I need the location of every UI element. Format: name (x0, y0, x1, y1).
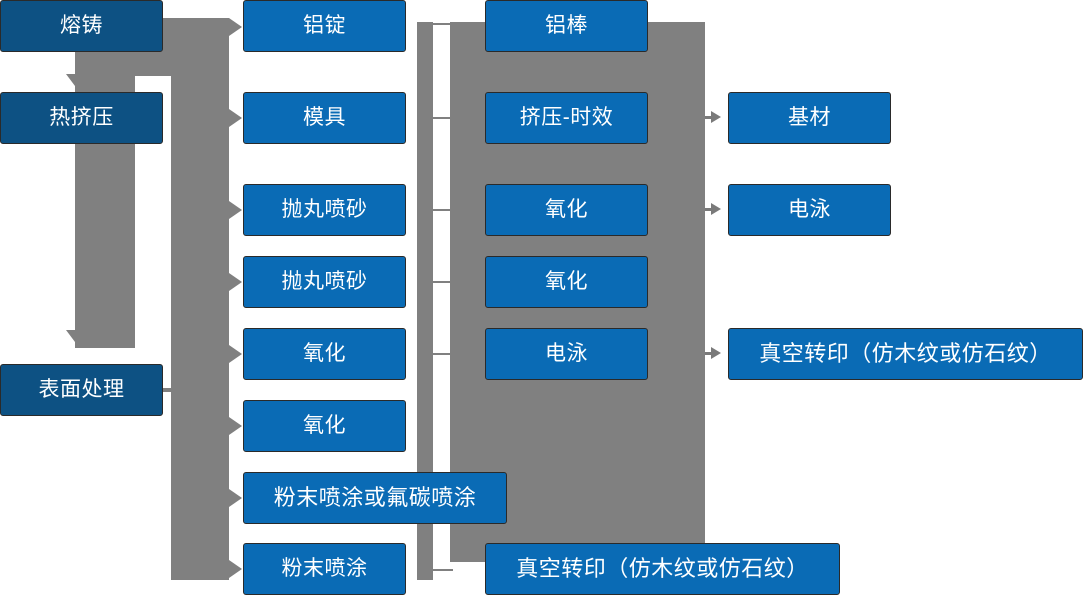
c3-aluminium-bar[interactable]: 铝棒 (485, 0, 648, 52)
c2-mould-label: 模具 (303, 106, 346, 130)
left-spine-main (171, 18, 229, 580)
left-spine-column (75, 18, 135, 348)
right-arrow-head-3 (711, 347, 721, 359)
c3-oxidation-2[interactable]: 氧化 (485, 256, 648, 308)
c2-powder-or-fluorocarbon-label: 粉末喷涂或氟碳喷涂 (273, 484, 477, 510)
left-arrow-3 (229, 201, 242, 219)
c2-oxidation-2-label: 氧化 (303, 414, 346, 438)
c2-oxidation-1[interactable]: 氧化 (243, 328, 406, 380)
c3-oxidation-1-label: 氧化 (545, 198, 588, 222)
c3-oxidation-2-label: 氧化 (545, 270, 588, 294)
stage-surface-treatment-label: 表面处理 (38, 378, 125, 402)
stage-melt-cast-label: 熔铸 (60, 14, 103, 38)
c3-extrusion-aging-label: 挤压-时效 (519, 106, 614, 130)
c2-shot-blasting-1-label: 抛丸喷砂 (281, 198, 368, 222)
c2-powder-coating[interactable]: 粉末喷涂 (243, 543, 406, 595)
mid-tick-6 (427, 569, 453, 571)
c3-aluminium-bar-label: 铝棒 (545, 14, 588, 38)
right-arrow-stem-1 (705, 116, 713, 119)
right-arrow-stem-2 (705, 208, 713, 211)
right-arrow-head-1 (711, 111, 721, 123)
c4-base-material[interactable]: 基材 (728, 92, 891, 144)
left-spine-arrow-to-surface-treatment (66, 330, 84, 342)
mid-spine-narrow-bar (417, 22, 433, 580)
c2-shot-blasting-1[interactable]: 抛丸喷砂 (243, 184, 406, 236)
right-arrow-stem-3 (705, 352, 713, 355)
c2-powder-coating-label: 粉末喷涂 (281, 557, 368, 581)
c3-extrusion-aging[interactable]: 挤压-时效 (485, 92, 648, 144)
c3-vacuum-transfer-label: 真空转印（仿木纹或仿石纹） (516, 555, 809, 581)
stage-hot-extrusion-label: 热挤压 (49, 106, 114, 130)
mid-tick-2 (427, 117, 453, 119)
c2-oxidation-1-label: 氧化 (303, 342, 346, 366)
stage-surface-treatment[interactable]: 表面处理 (0, 364, 163, 416)
c3-electrophoresis-label: 电泳 (545, 342, 588, 366)
c3-oxidation-1[interactable]: 氧化 (485, 184, 648, 236)
right-arrow-head-2 (711, 203, 721, 215)
c2-aluminium-ingot[interactable]: 铝锭 (243, 0, 406, 52)
left-arrow-6 (229, 417, 242, 435)
left-spine-surface-stub (163, 388, 229, 392)
c2-shot-blasting-2-label: 抛丸喷砂 (281, 270, 368, 294)
c4-electrophoresis-label: 电泳 (788, 198, 831, 222)
c2-shot-blasting-2[interactable]: 抛丸喷砂 (243, 256, 406, 308)
left-arrow-1 (229, 18, 242, 36)
left-arrow-2 (229, 109, 242, 127)
c3-vacuum-transfer[interactable]: 真空转印（仿木纹或仿石纹） (485, 543, 840, 595)
c4-vacuum-transfer-label: 真空转印（仿木纹或仿石纹） (759, 340, 1052, 366)
c2-oxidation-2[interactable]: 氧化 (243, 400, 406, 452)
c4-vacuum-transfer[interactable]: 真空转印（仿木纹或仿石纹） (728, 328, 1083, 380)
c3-electrophoresis[interactable]: 电泳 (485, 328, 648, 380)
mid-tick-5 (427, 353, 453, 355)
left-arrow-8 (229, 560, 242, 578)
mid-tick-4 (427, 281, 453, 283)
left-arrow-5 (229, 345, 242, 363)
stage-melt-cast[interactable]: 熔铸 (0, 0, 163, 52)
c4-base-material-label: 基材 (788, 106, 831, 130)
mid-tick-3 (427, 209, 453, 211)
c2-mould[interactable]: 模具 (243, 92, 406, 144)
c4-electrophoresis[interactable]: 电泳 (728, 184, 891, 236)
c2-powder-or-fluorocarbon[interactable]: 粉末喷涂或氟碳喷涂 (243, 472, 507, 524)
stage-hot-extrusion[interactable]: 热挤压 (0, 92, 163, 144)
left-arrow-7 (229, 489, 242, 507)
c2-aluminium-ingot-label: 铝锭 (303, 14, 346, 38)
mid-tick-1 (427, 23, 453, 25)
left-arrow-4 (229, 273, 242, 291)
